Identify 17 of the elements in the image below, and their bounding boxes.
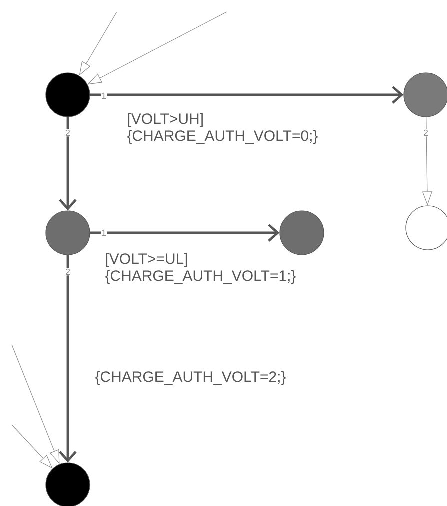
- edge-label: [VOLT>=UL] {CHARGE_AUTH_VOLT=1;}: [105, 253, 296, 284]
- state-circle: [46, 72, 90, 118]
- state-circle: [46, 210, 90, 256]
- port-number: 2: [65, 129, 71, 137]
- state-circle: [280, 210, 324, 256]
- state-circle: [404, 72, 447, 118]
- arrow: [90, 224, 280, 242]
- arrow: [59, 255, 77, 463]
- arrow: [90, 86, 404, 104]
- arrow: [59, 117, 77, 211]
- edge-label: {CHARGE_AUTH_VOLT=2;}: [95, 371, 286, 386]
- port-number: 1: [101, 92, 107, 100]
- port-number: 2: [422, 129, 429, 137]
- port-number: 1: [101, 229, 107, 237]
- port-number: 2: [65, 268, 71, 276]
- state-circle: [46, 462, 90, 506]
- edge-label: [VOLT>UH] {CHARGE_AUTH_VOLT=0;}: [127, 113, 318, 144]
